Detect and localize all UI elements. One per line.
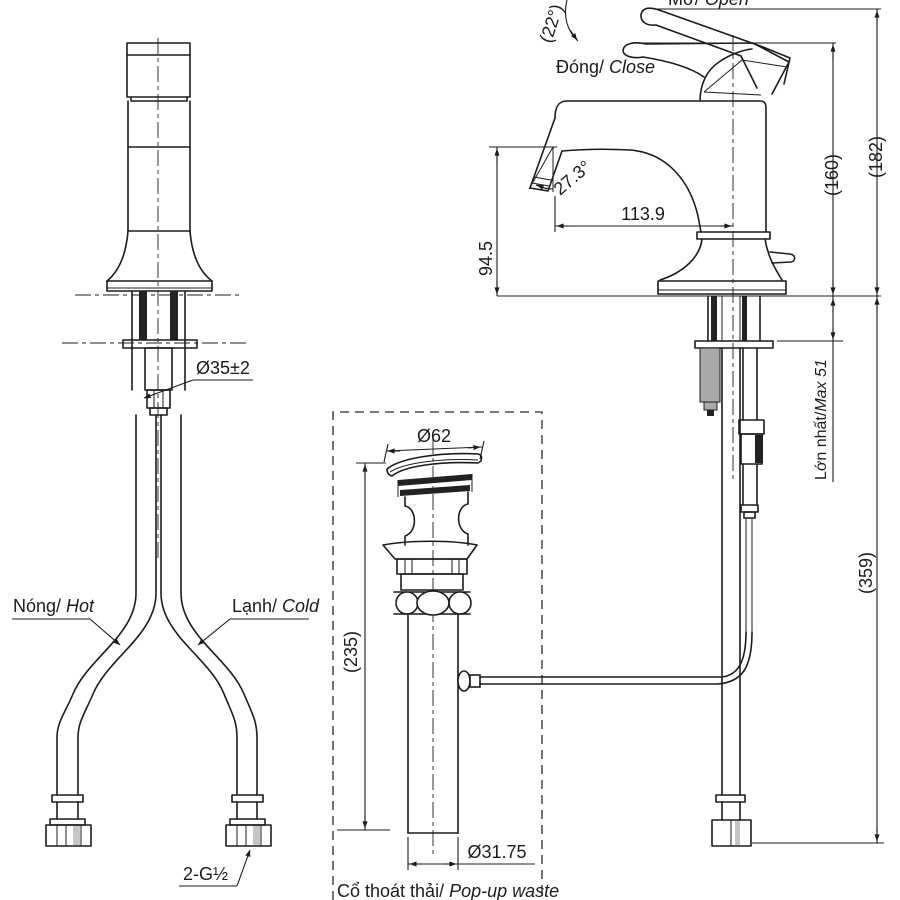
cap-diameter-text: Ø62 (417, 426, 451, 446)
handle-front (126, 42, 191, 102)
cold-label-text: Lạnh/ Cold (232, 596, 320, 616)
max-counter-dim: Lớn nhất/Max 51 (813, 296, 836, 482)
popup-cap (386, 452, 483, 477)
pivot-rod (457, 631, 753, 692)
hole-diameter-text: Ø35±2 (196, 358, 250, 378)
below-counter-text: (359) (856, 552, 876, 594)
valve-body (699, 347, 721, 403)
waste-height-dim: (235) (337, 462, 390, 831)
hole-diameter-dim: Ø35±2 (143, 358, 253, 399)
lever-closed-position (622, 42, 790, 102)
outlet-height-dim: 94.5 (476, 147, 500, 296)
dimension-annotations: (22°) 27.3° 94.5 113.9 (476, 0, 886, 844)
side-view: Mở/ Open Đóng/ Close (529, 0, 796, 847)
pipe-diameter-text: Ø31.75 (467, 842, 526, 862)
body-front (106, 100, 213, 292)
pipe-diameter-dim: Ø31.75 (407, 837, 535, 870)
height-spout-dim: (160) (822, 43, 842, 296)
cap-diameter-dim: Ø62 (383, 426, 485, 463)
supply-hoses (45, 414, 272, 847)
hot-label: Nóng/ Hot (12, 596, 121, 646)
height-total-text: (182) (866, 136, 886, 178)
below-counter-dim: (359) (856, 296, 880, 843)
reach-text: 113.9 (621, 204, 665, 224)
open-label: Mở/ Open (668, 0, 749, 9)
close-label: Đóng/ Close (556, 57, 655, 77)
mounting-shank-front (122, 290, 198, 416)
waste-height-text: (235) (341, 631, 361, 673)
height-total-dim: (182) (866, 9, 886, 296)
linkage-balls (393, 590, 472, 616)
thread-size-text: 2-G½ (183, 864, 228, 884)
spout-angle-text: 27.3° (550, 157, 595, 199)
lever-angle-dim: (22°) (536, 0, 579, 45)
height-spout-text: (160) (822, 154, 842, 196)
outlet-height-text: 94.5 (476, 241, 496, 276)
hose-nut-right (225, 794, 272, 847)
tailpipe (407, 613, 459, 834)
hose-nut-left (45, 794, 92, 847)
seal-rings (397, 474, 473, 497)
waste-body (382, 491, 478, 591)
supply-hose-side (711, 347, 752, 847)
reach-dim: 113.9 (554, 196, 733, 232)
spout-angle-dim: 27.3° (528, 146, 595, 199)
thread-label: 2-G½ (179, 849, 251, 887)
front-view: Nóng/ Hot Lạnh/ Cold 2-G½ Ø35±2 (12, 38, 320, 887)
lever-open-position (640, 7, 791, 89)
hot-label-text: Nóng/ Hot (13, 596, 95, 616)
under-counter-side (694, 295, 774, 847)
lever-angle-text: (22°) (536, 2, 567, 45)
spout-side (529, 100, 796, 295)
lift-rod-side (738, 347, 765, 632)
popup-waste-detail: Ø62 (235) Ø31.75 Cổ thoát thải/ Pop-up w… (332, 411, 753, 900)
cold-label: Lạnh/ Cold (197, 596, 320, 646)
max-counter-text: Lớn nhất/Max 51 (813, 359, 830, 480)
lift-rod-knob (769, 251, 796, 264)
detail-boundary-box (332, 411, 543, 900)
popup-waste-label: Cổ thoát thải/ Pop-up waste (337, 881, 559, 900)
